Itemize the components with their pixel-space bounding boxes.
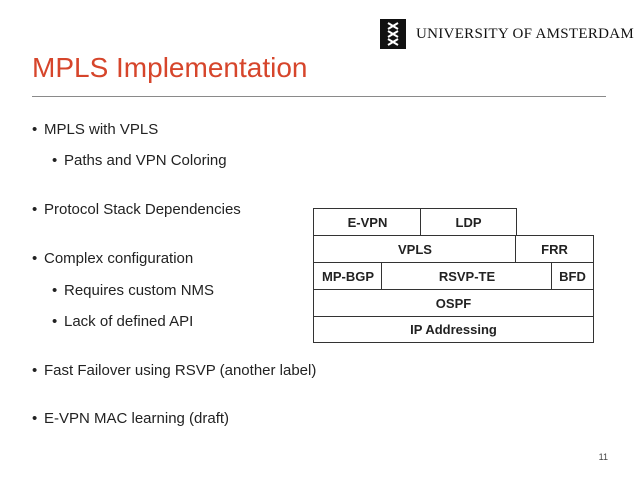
page-number: 11 (598, 452, 608, 462)
university-logo: UNIVERSITY OF AMSTERDAM (380, 19, 634, 49)
xxx-crest-icon (380, 19, 406, 49)
stack-cell-bfd: BFD (551, 262, 594, 291)
bullet-item: •E-VPN MAC learning (draft) (32, 410, 230, 427)
slide-title: MPLS Implementation (32, 52, 308, 83)
stack-cell-ospf: OSPF (313, 289, 594, 318)
stack-cell-vpls: VPLS (313, 235, 517, 264)
bullet-item: •MPLS with VPLS (32, 121, 159, 138)
stack-cell-ip-addressing: IP Addressing (313, 316, 594, 343)
sub-bullet-item: •Requires custom NMS (52, 282, 215, 299)
sub-bullet-item: •Paths and VPN Coloring (52, 152, 227, 169)
bullet-item: •Complex configuration (32, 250, 194, 267)
stack-cell-frr: FRR (515, 235, 594, 264)
title-divider (32, 96, 606, 97)
stack-cell-rsvp-te: RSVP-TE (381, 262, 553, 291)
bullet-item: •Protocol Stack Dependencies (32, 201, 241, 218)
stack-cell-evpn: E-VPN (313, 208, 422, 237)
university-name: UNIVERSITY OF AMSTERDAM (416, 25, 635, 42)
bullet-item: •Fast Failover using RSVP (another label… (32, 362, 317, 379)
stack-cell-ldp: LDP (420, 208, 517, 237)
sub-bullet-item: •Lack of defined API (52, 313, 194, 330)
stack-cell-mp-bgp: MP-BGP (313, 262, 383, 291)
protocol-stack-diagram: E-VPN LDP VPLS FRR MP-BGP RSVP-TE BFD OS… (313, 208, 594, 343)
